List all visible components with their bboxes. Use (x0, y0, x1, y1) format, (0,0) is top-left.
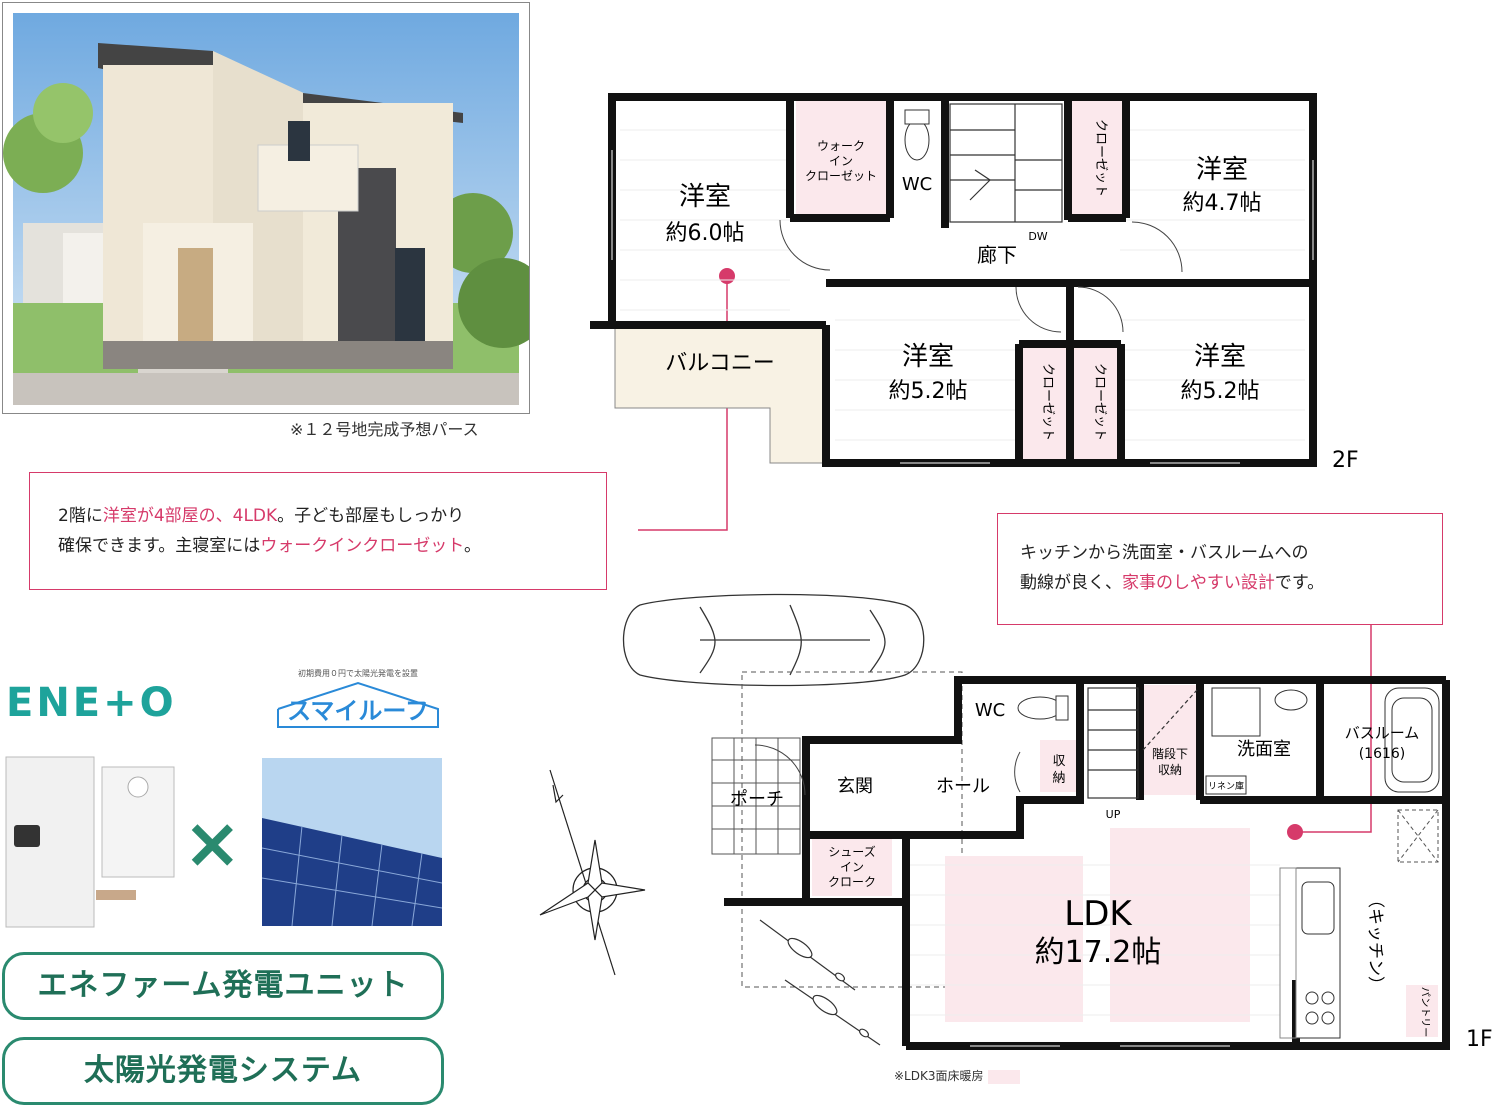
callout-2f-marker (719, 268, 735, 284)
house-rendering-photo (2, 2, 548, 414)
hall-1f-label: ホール (936, 776, 990, 797)
house-rendering-image (3, 13, 548, 405)
enefarm-unit-image (4, 755, 176, 930)
floor-1f: WC 収 納 階段下 収納 洗面室 リネン庫 バスルーム (1616) ポーチ … (711, 671, 1493, 1052)
balcony-label: バルコニー (665, 351, 775, 376)
photo-caption: ※１２号地完成予想パース (290, 420, 479, 439)
shoes-closet-label-3: クローク (828, 875, 876, 889)
stairs-up-label: UP (1106, 808, 1121, 821)
shoes-closet-label-1: シューズ (828, 844, 875, 859)
eneto-logo: ENE+O (6, 680, 177, 726)
room-sw-size: 約5.2帖 (889, 379, 968, 404)
car-icon (622, 593, 925, 687)
callout-1f: キッチンから洗面室・バスルームへの 動線が良く、家事のしやすい設計です。 (997, 513, 1443, 625)
callout-2f-line1: 2階に洋室が4部屋の、4LDK。子ども部屋もしっかり (58, 506, 465, 526)
bath-label-2: (1616) (1359, 746, 1406, 762)
closet-se-label: クローゼット (1092, 363, 1107, 441)
storage-label-2: 納 (1052, 771, 1065, 786)
floor-heating-swatch (987, 1069, 1020, 1084)
floor-2f-label: 2F (1332, 448, 1359, 473)
bath-label-1: バスルーム (1345, 724, 1420, 742)
solar-panel-image (261, 758, 443, 927)
dw-label: DW (1028, 230, 1047, 243)
wic-label-1: ウォーク (817, 139, 865, 153)
enefarm-pill: エネファーム発電ユニット (2, 952, 444, 1020)
washroom-label: 洗面室 (1237, 739, 1291, 760)
callout-2f: 2階に洋室が4部屋の、4LDK。子ども部屋もしっかり 確保できます。主寝室にはウ… (29, 472, 607, 590)
room-master-label: 洋室 (679, 182, 731, 212)
smile-roof-logo: 初期費用０円で太陽光発電を設置 スマイルーフ (268, 668, 448, 729)
ldk-label: LDK (1064, 894, 1133, 934)
closet-ne-label: クローゼット (1093, 119, 1108, 197)
room-master-size: 約6.0帖 (666, 221, 745, 246)
shoes-closet-label-2: イン (840, 860, 864, 874)
entrance-label: 玄関 (837, 776, 873, 797)
porch-label: ポーチ (730, 789, 784, 810)
callout-1f-marker (1287, 824, 1303, 840)
callout-1f-line1: キッチンから洗面室・バスルームへの (1020, 543, 1309, 563)
house-outline-icon: スマイルーフ (277, 681, 439, 728)
enefarm-pill-label: エネファーム発電ユニット (37, 968, 409, 1003)
room-sw-label: 洋室 (902, 342, 954, 372)
bicycle-icon (759, 919, 881, 1046)
ldk-size: 約17.2帖 (1035, 935, 1162, 970)
wc-1f-label: WC (975, 700, 1005, 721)
smile-roof-label: スマイルーフ (287, 697, 429, 725)
room-ne-size: 約4.7帖 (1183, 191, 1262, 216)
solar-pill-label: 太陽光発電システム (83, 1053, 363, 1088)
room-se-label: 洋室 (1194, 342, 1246, 372)
linen-label: リネン庫 (1208, 780, 1244, 792)
storage-label-1: 収 (1052, 754, 1065, 769)
under-stairs-label-1: 階段下 (1152, 746, 1188, 761)
floor-1f-label: 1F (1466, 1027, 1493, 1052)
wc-2f-label: WC (902, 174, 932, 195)
wic-label-3: クローゼット (805, 169, 877, 183)
times-icon: × (183, 802, 242, 884)
hallway-2f-label: 廊下 (977, 243, 1017, 267)
wic-label-2: イン (829, 154, 853, 168)
floor-2f: 洋室 約6.0帖 ウォーク イン クローゼット WC クローゼット 洋室 約4.… (590, 93, 1359, 473)
smile-roof-tagline: 初期費用０円で太陽光発電を設置 (298, 669, 418, 678)
room-se-size: 約5.2帖 (1181, 379, 1260, 404)
floor-heating-note: ※LDK3面床暖房 (894, 1067, 1020, 1084)
callout-2f-line2: 確保できます。主寝室にはウォークインクローゼット。 (58, 536, 481, 556)
north-compass-icon (539, 769, 646, 976)
pantry-label: パントリー (1419, 987, 1431, 1038)
room-ne-label: 洋室 (1196, 155, 1248, 185)
kitchen-label: （キッチン） (1365, 891, 1385, 993)
callout-1f-line2: 動線が良く、家事のしやすい設計です。 (1020, 573, 1325, 593)
solar-pill: 太陽光発電システム (2, 1037, 444, 1105)
under-stairs-label-2: 収納 (1158, 763, 1182, 777)
closet-sw-label: クローゼット (1040, 363, 1055, 441)
